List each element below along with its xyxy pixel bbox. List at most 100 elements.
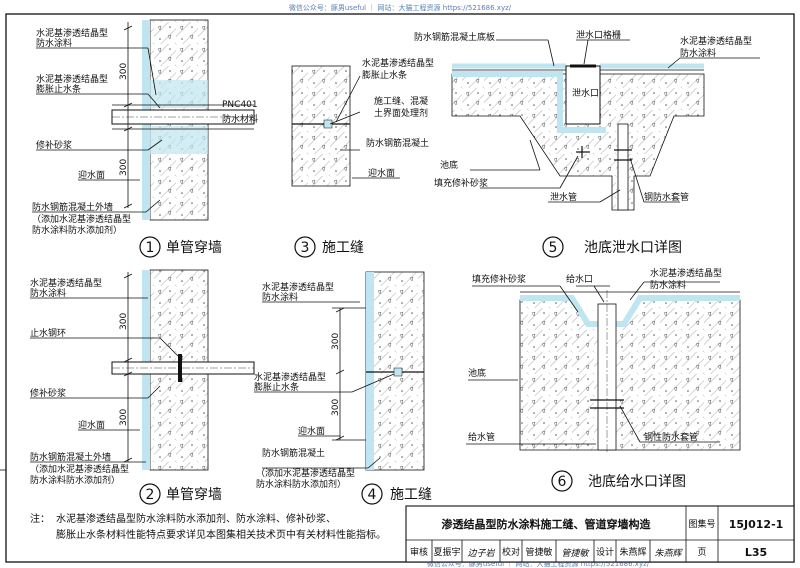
detail-3: 水泥基渗透结晶型 膨胀止水条 施工缝、混凝 土界面处理剂 防水钢筋混凝土 迎水面…: [291, 57, 434, 258]
check-label: 校对: [502, 546, 520, 558]
note-line-1: 水泥基渗透结晶型防水涂料防水添加剂、防水涂料、修补砂浆、: [56, 512, 336, 525]
note-prefix: 注：: [30, 512, 50, 525]
detail-6-bubble: [551, 470, 573, 492]
note: 注： 水泥基渗透结晶型防水涂料防水添加剂、防水涂料、修补砂浆、 膨胀止水条材料性…: [30, 512, 386, 541]
label-4-water-face: 迎水面: [298, 425, 325, 437]
label-6-pool-bottom: 池底: [468, 367, 486, 379]
label-5-drain-pipe: 泄水管: [550, 191, 577, 203]
dim-4-top: 300: [331, 333, 341, 350]
detail-3-bubble: [294, 236, 316, 258]
label-3-bar: 膨胀止水条: [362, 69, 407, 81]
checker: 管捷敏: [525, 546, 552, 558]
page-label: 页: [697, 547, 706, 558]
label-5-grate: 泄水口格栅: [576, 29, 621, 41]
label-1-add: （添加水泥基渗透结晶型: [32, 213, 131, 225]
note-line-2: 膨胀止水条材料性能特点要求详见本图集相关技术页中有关材料性能指标。: [56, 528, 386, 541]
label-3-concrete: 防水钢筋混凝土: [366, 137, 429, 149]
detail-3-title: 施工缝: [322, 240, 364, 256]
label-6-sleeve: 钢性防水套管: [644, 431, 698, 443]
label-1-add-2: 防水涂料防水添加剂）: [32, 224, 122, 236]
label-1-wall: 防水钢筋混凝土外墙: [32, 201, 113, 213]
label-3-agent: 土界面处理剂: [374, 107, 428, 119]
label-3-joint: 施工缝、混凝: [374, 95, 428, 107]
label-6-inlet: 给水口: [566, 273, 593, 285]
detail-5-title: 池底泄水口详图: [584, 240, 682, 256]
page-number: L35: [745, 546, 767, 559]
atlas-number: 15J012-1: [729, 518, 784, 531]
label-2-add-2: 防水涂料防水添加剂）: [30, 474, 120, 486]
dim-1-top: 300: [119, 63, 129, 80]
steel-ring: [178, 354, 182, 382]
detail-1-title: 单管穿墙: [166, 240, 222, 256]
detail-2-number: 2: [146, 487, 155, 503]
label-2-ring: 止水钢环: [30, 327, 66, 339]
label-4-add: （添加水泥基渗透结晶型: [256, 467, 355, 479]
title-block: 渗透结晶型防水涂料施工缝、管道穿墙构造 图集号 15J012-1 审核 夏振宇 …: [405, 505, 795, 563]
label-5-coating: 水泥基渗透结晶型: [680, 35, 752, 47]
detail-1-bubble: [139, 236, 161, 258]
label-4-add-2: 防水涂料防水添加剂）: [256, 478, 346, 490]
review-label: 审核: [410, 546, 428, 558]
detail-1: 300 300 水泥基渗透结晶型 防水涂料 水泥基渗透结晶型 膨胀止水条 PNC…: [32, 19, 258, 258]
label-5-outlet: 泄水口: [572, 87, 599, 99]
detail-5: 防水钢筋混凝土底板 泄水口格栅 水泥基渗透结晶型 防水涂料 泄水口 池底 填充修…: [414, 29, 760, 258]
drawing-title: 渗透结晶型防水涂料施工缝、管道穿墙构造: [442, 517, 652, 531]
label-3-coating: 水泥基渗透结晶型: [362, 57, 434, 69]
detail-6-title: 池底给水口详图: [588, 474, 686, 490]
label-1-mortar: 修补砂浆: [36, 139, 72, 151]
detail-3-number: 3: [301, 240, 310, 256]
label-2-mortar: 修补砂浆: [30, 387, 66, 399]
label-2-water-face: 迎水面: [78, 419, 105, 431]
label-6-fill: 填充修补砂浆: [472, 273, 526, 285]
dim-2-bottom: 300: [119, 409, 129, 426]
atlas-label: 图集号: [688, 518, 715, 530]
label-5-slab: 防水钢筋混凝土底板: [414, 31, 495, 43]
label-6-coating: 水泥基渗透结晶型: [650, 267, 722, 279]
drain-box: [565, 65, 601, 125]
label-1-material: 防水材料: [222, 113, 258, 125]
label-5-sleeve: 钢防水套管: [644, 191, 689, 203]
label-4-bar-2: 膨胀止水条: [254, 381, 299, 393]
label-2-coating: 水泥基渗透结晶型: [30, 277, 102, 289]
reviewer: 夏振宇: [433, 546, 460, 558]
design-label: 设计: [596, 546, 614, 558]
label-1-bar: 水泥基渗透结晶型: [36, 73, 108, 85]
dim-4-bottom: 300: [331, 399, 341, 416]
detail-6-number: 6: [558, 474, 567, 490]
label-4-bar: 水泥基渗透结晶型: [254, 371, 326, 383]
label-2-wall: 防水钢筋混凝土外墙: [30, 451, 111, 463]
label-6-coating-2: 防水涂料: [650, 279, 686, 291]
reviewer-signature: 边子岩: [467, 548, 495, 559]
detail-2-bubble: [139, 483, 161, 505]
label-1-pnc: PNC401: [222, 100, 258, 110]
label-6-supply-pipe: 给水管: [468, 431, 495, 443]
detail-4-title: 施工缝: [390, 487, 432, 503]
detail-4-number: 4: [368, 487, 377, 503]
label-4-coating-2: 防水涂料: [262, 291, 298, 303]
detail-4: 300 300 水泥基渗透结晶型 防水涂料 水泥基渗透结晶型 膨胀止水条 迎水面…: [254, 271, 432, 505]
detail-2: 300 300 水泥基渗透结晶型 防水涂料 止水钢环 修补砂浆 迎水面 防水钢筋…: [30, 269, 255, 505]
detail-6: 填充修补砂浆 给水口 水泥基渗透结晶型 防水涂料 池底 给水管 钢性防水套管 6…: [466, 267, 741, 492]
detail-5-bubble: [542, 236, 564, 258]
detail-4-bubble: [361, 483, 383, 505]
label-1-coating-2: 防水涂料: [36, 37, 72, 49]
drain-pipe: [617, 123, 629, 211]
label-2-coating-2: 防水涂料: [30, 287, 66, 299]
label-5-coating-2: 防水涂料: [680, 47, 716, 59]
label-1-coating: 水泥基渗透结晶型: [36, 27, 108, 39]
checker-signature: 管捷敏: [561, 548, 590, 559]
label-5-pool-bottom: 池底: [440, 159, 458, 171]
label-2-add: （添加水泥基渗透结晶型: [30, 463, 129, 475]
label-4-coating: 水泥基渗透结晶型: [262, 281, 334, 293]
wall-3: [291, 65, 351, 187]
dim-2-top: 300: [119, 313, 129, 330]
label-1-water-face: 迎水面: [78, 169, 105, 181]
label-5-fill: 填充修补砂浆: [434, 177, 488, 189]
watermark-bottom: 微信公众号：豚男useful ｜ 网站：大猫工程资源 https://52168…: [427, 559, 650, 568]
label-3-water-face: 迎水面: [368, 167, 395, 179]
label-1-bar-2: 膨胀止水条: [36, 83, 81, 95]
designer: 朱燕辉: [619, 546, 646, 558]
designer-signature: 朱燕辉: [654, 548, 683, 559]
watermark-top: 微信公众号：豚男useful ｜ 网站：大猫工程资源 https://52168…: [289, 3, 512, 12]
